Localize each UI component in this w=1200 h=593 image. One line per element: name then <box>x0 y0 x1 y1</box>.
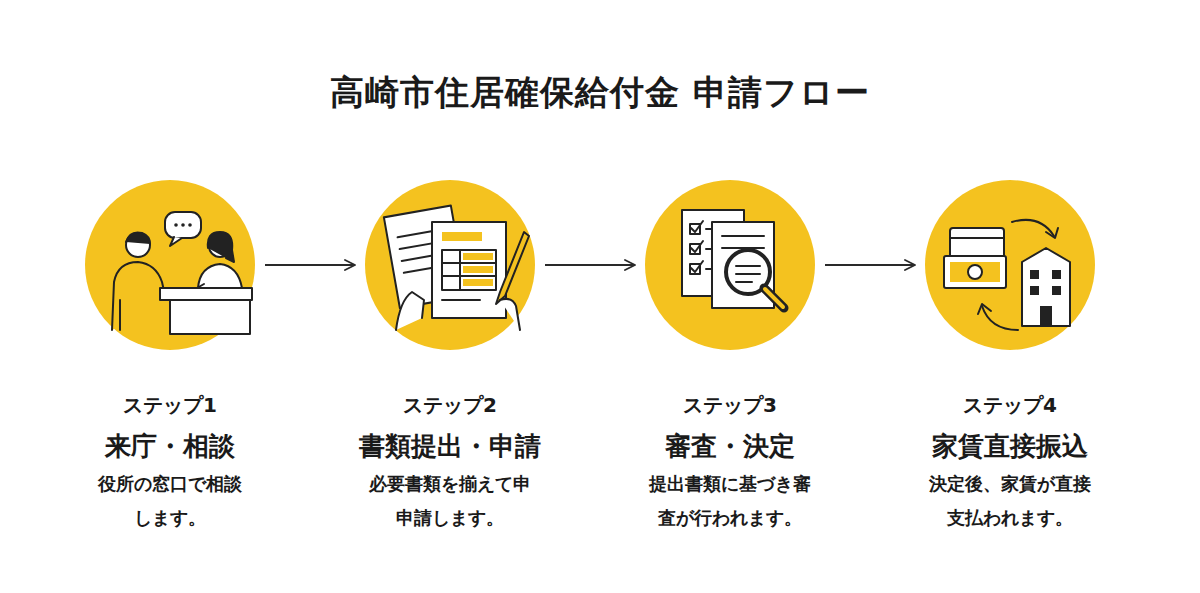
step-description: 決定後、家賃が直接 支払われます。 <box>910 467 1110 535</box>
step-number: ステップ4 <box>900 393 1120 417</box>
step-description: 役所の窓口で相談 します。 <box>70 467 270 535</box>
flow-arrow <box>265 264 355 266</box>
step-node: ステップ4 家賃直接振込決定後、家賃が直接 支払われます。 <box>900 180 1120 535</box>
consultation-icon <box>112 212 252 334</box>
step-circle <box>85 180 255 350</box>
documents-icon <box>384 206 529 330</box>
step-node: ステップ2 書類提出・申請必要書類を揃えて申 申請します。 <box>340 180 560 535</box>
step-circle <box>645 180 815 350</box>
review-icon <box>682 210 784 308</box>
flow-arrow <box>545 264 635 266</box>
step-heading: 審査・決定 <box>620 429 840 463</box>
step-number: ステップ3 <box>620 393 840 417</box>
step-circle <box>365 180 535 350</box>
step-node: ステップ1 来庁・相談役所の窓口で相談 します。 <box>60 180 280 535</box>
step-number: ステップ1 <box>60 393 280 417</box>
payment-icon <box>944 220 1070 330</box>
step-heading: 書類提出・申請 <box>340 429 560 463</box>
step-circle <box>925 180 1095 350</box>
step-heading: 来庁・相談 <box>60 429 280 463</box>
step-number: ステップ2 <box>340 393 560 417</box>
step-heading: 家賃直接振込 <box>900 429 1120 463</box>
flow-arrow <box>825 264 915 266</box>
step-description: 必要書類を揃えて申 申請します。 <box>350 467 550 535</box>
diagram-title: 高崎市住居確保給付金 申請フロー <box>0 68 1200 116</box>
step-description: 提出書類に基づき審 査が行われます。 <box>630 467 830 535</box>
step-node: ステップ3 審査・決定提出書類に基づき審 査が行われます。 <box>620 180 840 535</box>
